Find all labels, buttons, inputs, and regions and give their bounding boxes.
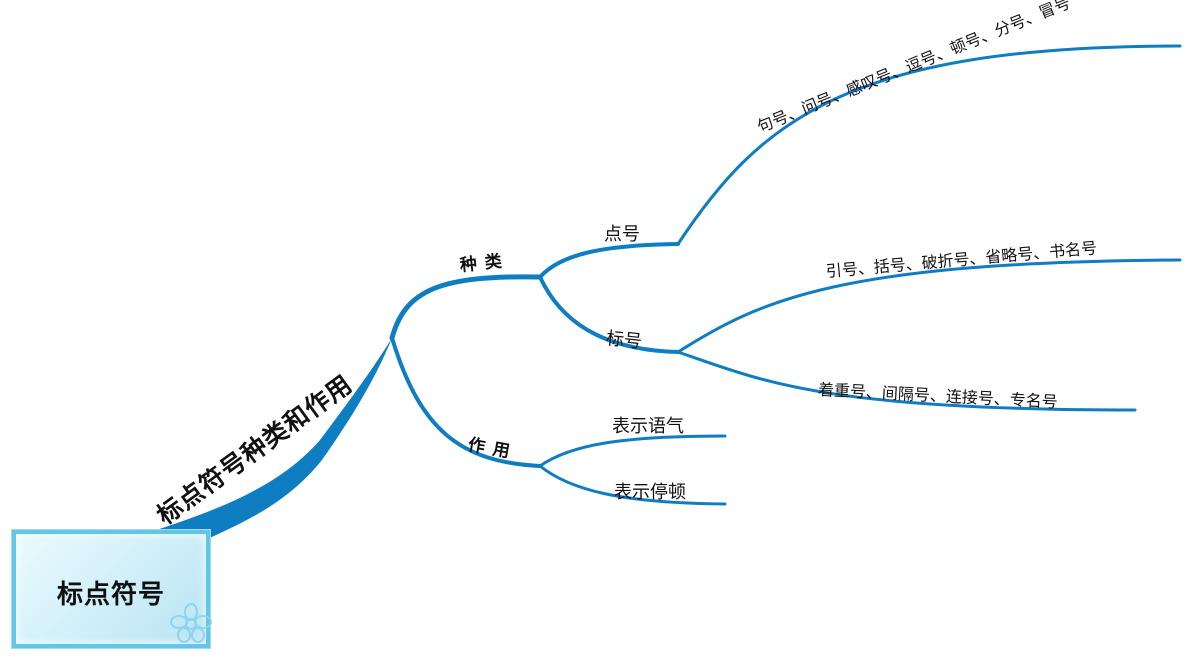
root-label: 标点符号	[56, 580, 165, 610]
branch-line-yuqi	[538, 434, 727, 468]
branch-label-yuqi[interactable]: 表示语气	[612, 416, 684, 437]
branch-line-tingdun	[538, 464, 727, 506]
branch-line-biaohao-leaf1	[676, 258, 1182, 354]
branch-line-biaohao	[538, 275, 680, 354]
flower-ornament-icon	[170, 603, 212, 643]
branch-line-zhonglei	[389, 274, 543, 341]
branch-label-tingdun[interactable]: 表示停顿	[614, 482, 686, 503]
branch-label-biaohao[interactable]: 标号	[604, 328, 643, 353]
branch-line-dianhao-leaf	[676, 44, 1182, 246]
branch-line-biaohao-leaf2	[676, 350, 1137, 412]
branch-label-dianhao[interactable]: 点号	[604, 224, 640, 245]
branch-line-zuoyong	[390, 336, 542, 468]
root-node[interactable]: 标点符号	[12, 530, 212, 648]
branch-line-dianhao	[538, 242, 680, 279]
main-trunk	[150, 338, 392, 540]
